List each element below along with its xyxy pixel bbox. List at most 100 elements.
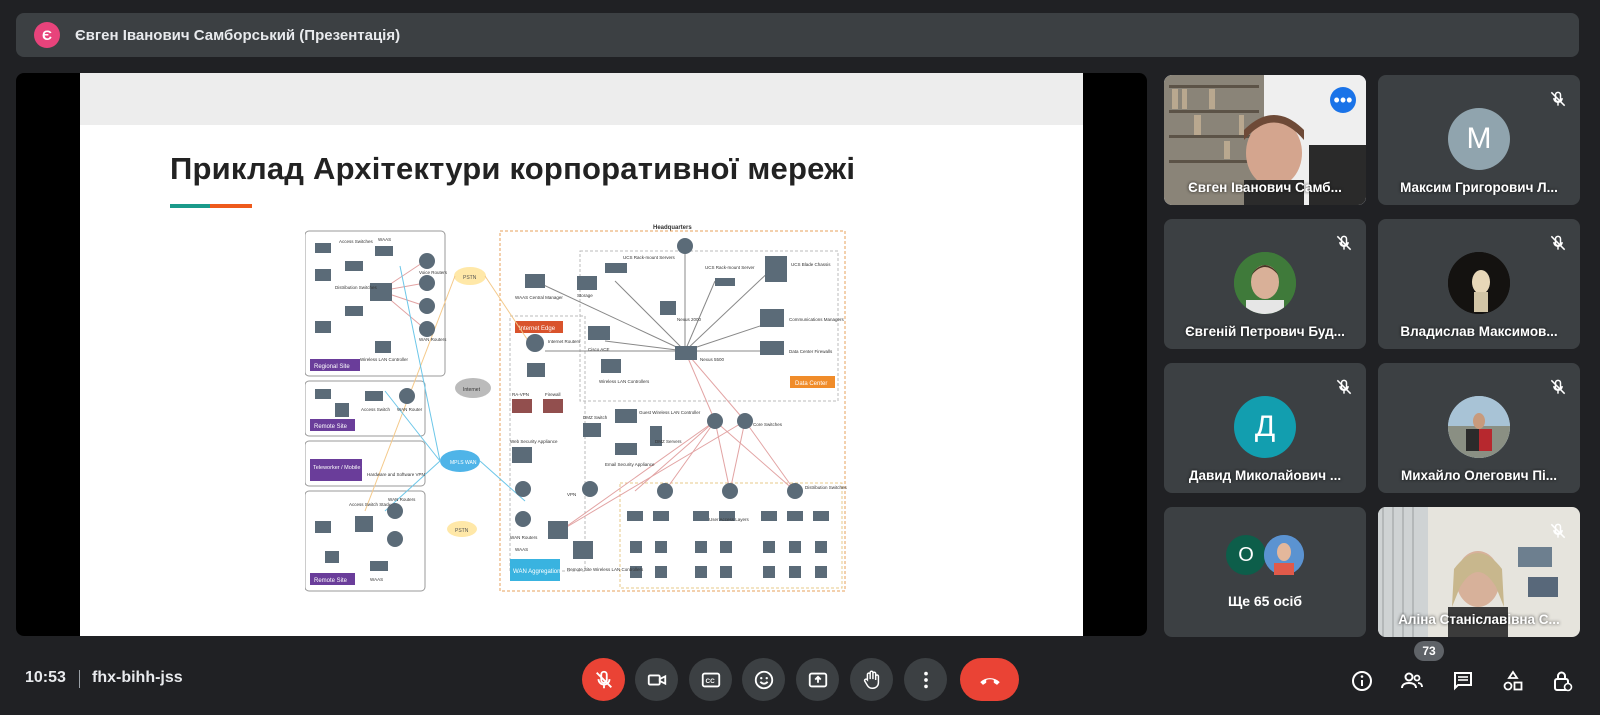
label-ucs-blade: UCS Blade Chassis — [791, 262, 831, 267]
participant-name: Михайло Олегович Пі... — [1400, 468, 1558, 483]
captions-icon: CC — [701, 672, 720, 687]
present-button[interactable] — [796, 658, 839, 701]
label-vpn: VPN — [567, 492, 576, 497]
info-icon[interactable] — [1350, 669, 1374, 693]
label-guest-wlc: Guest Wireless LAN Controller — [639, 410, 701, 415]
label-wlc: Wireless LAN Controller — [360, 357, 409, 362]
label-user-access: User Access Layers — [709, 517, 750, 522]
label-ucs-rack: UCS Rack-mount Servers — [623, 255, 676, 260]
label-access-switches: Access Switches — [339, 239, 374, 244]
label-distribution-switches: Distribution Switches — [335, 285, 378, 290]
label-waas-2: WAAS — [370, 577, 383, 582]
label-remote-wlc: Remote Site Wireless LAN Controllers — [567, 567, 644, 572]
activities-icon[interactable] — [1501, 669, 1525, 693]
avatar: М — [1448, 108, 1510, 170]
more-participants-tile[interactable]: О Ще 65 осіб — [1164, 507, 1366, 637]
label-firewall: Firewall — [545, 392, 561, 397]
label-web-sec: Web Security Appliance — [510, 439, 558, 444]
participant-tile[interactable]: Євгеній Петрович Буд... — [1164, 219, 1366, 349]
label-wlcs: Wireless LAN Controllers — [599, 379, 650, 384]
more-vert-icon — [923, 671, 928, 688]
slide: Приклад Архітектури корпоративної мережі… — [80, 73, 1083, 636]
mic-off-icon — [1550, 523, 1566, 539]
avatar — [1234, 252, 1296, 314]
participant-tile[interactable]: Аліна Станіславівна С... — [1378, 507, 1580, 637]
more-options-icon[interactable]: ••• — [1330, 87, 1356, 113]
label-remote-site-2: Remote Site — [314, 578, 348, 584]
label-waas-cm: WAAS Central Manager — [515, 295, 563, 300]
participant-name: Владислав Максимов... — [1400, 324, 1558, 339]
network-diagram: Headquarters Regional Site Remote Site T… — [305, 225, 848, 592]
label-remote-site: Remote Site — [314, 424, 348, 430]
participant-name: Максим Григорович Л... — [1400, 180, 1558, 195]
chat-icon[interactable] — [1451, 669, 1475, 693]
raise-hand-button[interactable] — [850, 658, 893, 701]
label-headquarters: Headquarters — [653, 225, 692, 231]
divider — [79, 670, 80, 688]
label-dmz-switch: DMZ Switch — [583, 415, 608, 420]
label-access-switch-stack: Access Switch Stack — [349, 502, 391, 507]
cloud-internet: Internet — [463, 387, 481, 393]
presenter-avatar: Є — [34, 22, 60, 48]
label-storage: Storage — [577, 293, 593, 298]
hand-icon — [863, 670, 879, 689]
avatar — [1448, 396, 1510, 458]
camera-icon — [647, 674, 666, 685]
meeting-code: fhx-bihh-jss — [92, 669, 183, 686]
label-waas-3: WAAS — [515, 547, 528, 552]
label-waas: WAAS — [378, 237, 391, 242]
participant-name: Давид Миколайович ... — [1188, 468, 1342, 483]
label-wan-router: WAN Router — [397, 407, 423, 412]
participant-tile[interactable]: Владислав Максимов... — [1378, 219, 1580, 349]
avatar — [1448, 252, 1510, 314]
label-wan-routers-3: WAN Routers — [510, 535, 538, 540]
label-nexus2000: Nexus 2000 — [677, 317, 702, 322]
label-regional-site: Regional Site — [314, 364, 350, 370]
shared-screen: Приклад Архітектури корпоративної мережі… — [16, 73, 1147, 636]
participant-tile[interactable]: Д Давид Миколайович ... — [1164, 363, 1366, 493]
label-access-switch: Access Switch — [361, 407, 391, 412]
participant-tile[interactable]: М Максим Григорович Л... — [1378, 75, 1580, 205]
label-teleworker: Teleworker / Mobile Worker — [313, 465, 380, 471]
captions-button[interactable]: CC — [689, 658, 732, 701]
people-icon[interactable] — [1400, 669, 1424, 693]
avatar — [1264, 535, 1304, 575]
control-bar: 10:53 fhx-bihh-jss CC 73 — [0, 641, 1600, 715]
cloud-mpls: MPLS WAN — [450, 460, 477, 466]
label-dc-firewalls: Data Center Firewalls — [789, 349, 833, 354]
mic-button[interactable] — [582, 658, 625, 701]
mic-off-icon — [1550, 91, 1566, 107]
host-controls-icon[interactable] — [1550, 669, 1574, 693]
label-hw-vpn: Hardware and Software VPN — [367, 472, 425, 477]
label-internet-edge: Internet Edge — [519, 326, 556, 332]
camera-button[interactable] — [635, 658, 678, 701]
label-voice-routers: Voice Routers — [419, 270, 448, 275]
cloud-pstn: PSTN — [463, 275, 477, 281]
more-options-button[interactable] — [904, 658, 947, 701]
mic-off-icon — [1550, 379, 1566, 395]
label-dmz-servers: DMZ Servers — [655, 439, 682, 444]
cloud-pstn-2: PSTN — [455, 528, 469, 534]
label-cisco-ace: Cisco ACE — [588, 347, 610, 352]
slide-title: Приклад Архітектури корпоративної мережі — [170, 151, 856, 186]
more-participants-avatars: О — [1164, 535, 1366, 575]
leave-call-button[interactable] — [960, 658, 1019, 701]
label-wan-routers: WAN Routers — [419, 337, 447, 342]
label-ra-vpn: RA-VPN — [512, 392, 529, 397]
participant-name: Євгеній Петрович Буд... — [1185, 324, 1345, 339]
mic-off-icon — [1336, 379, 1352, 395]
label-email-sec: Email Security Appliance — [605, 462, 655, 467]
participant-name: Аліна Станіславівна С... — [1398, 612, 1560, 627]
participant-tile-presenter[interactable]: ••• Євген Іванович Самб... — [1164, 75, 1366, 205]
slide-title-underline — [170, 204, 252, 208]
emoji-button[interactable] — [742, 658, 785, 701]
avatar: Д — [1234, 396, 1296, 458]
mic-off-icon — [1336, 235, 1352, 251]
label-data-center: Data Center — [795, 381, 827, 387]
participant-tile[interactable]: Михайло Олегович Пі... — [1378, 363, 1580, 493]
meeting-time: 10:53 — [25, 669, 66, 686]
label-comm-managers: Communications Managers — [789, 317, 845, 322]
presenter-video — [1164, 75, 1366, 205]
label-wan-routers-2: WAN Routers — [388, 497, 416, 502]
label-wan-aggregation: WAN Aggregation — [513, 569, 560, 575]
